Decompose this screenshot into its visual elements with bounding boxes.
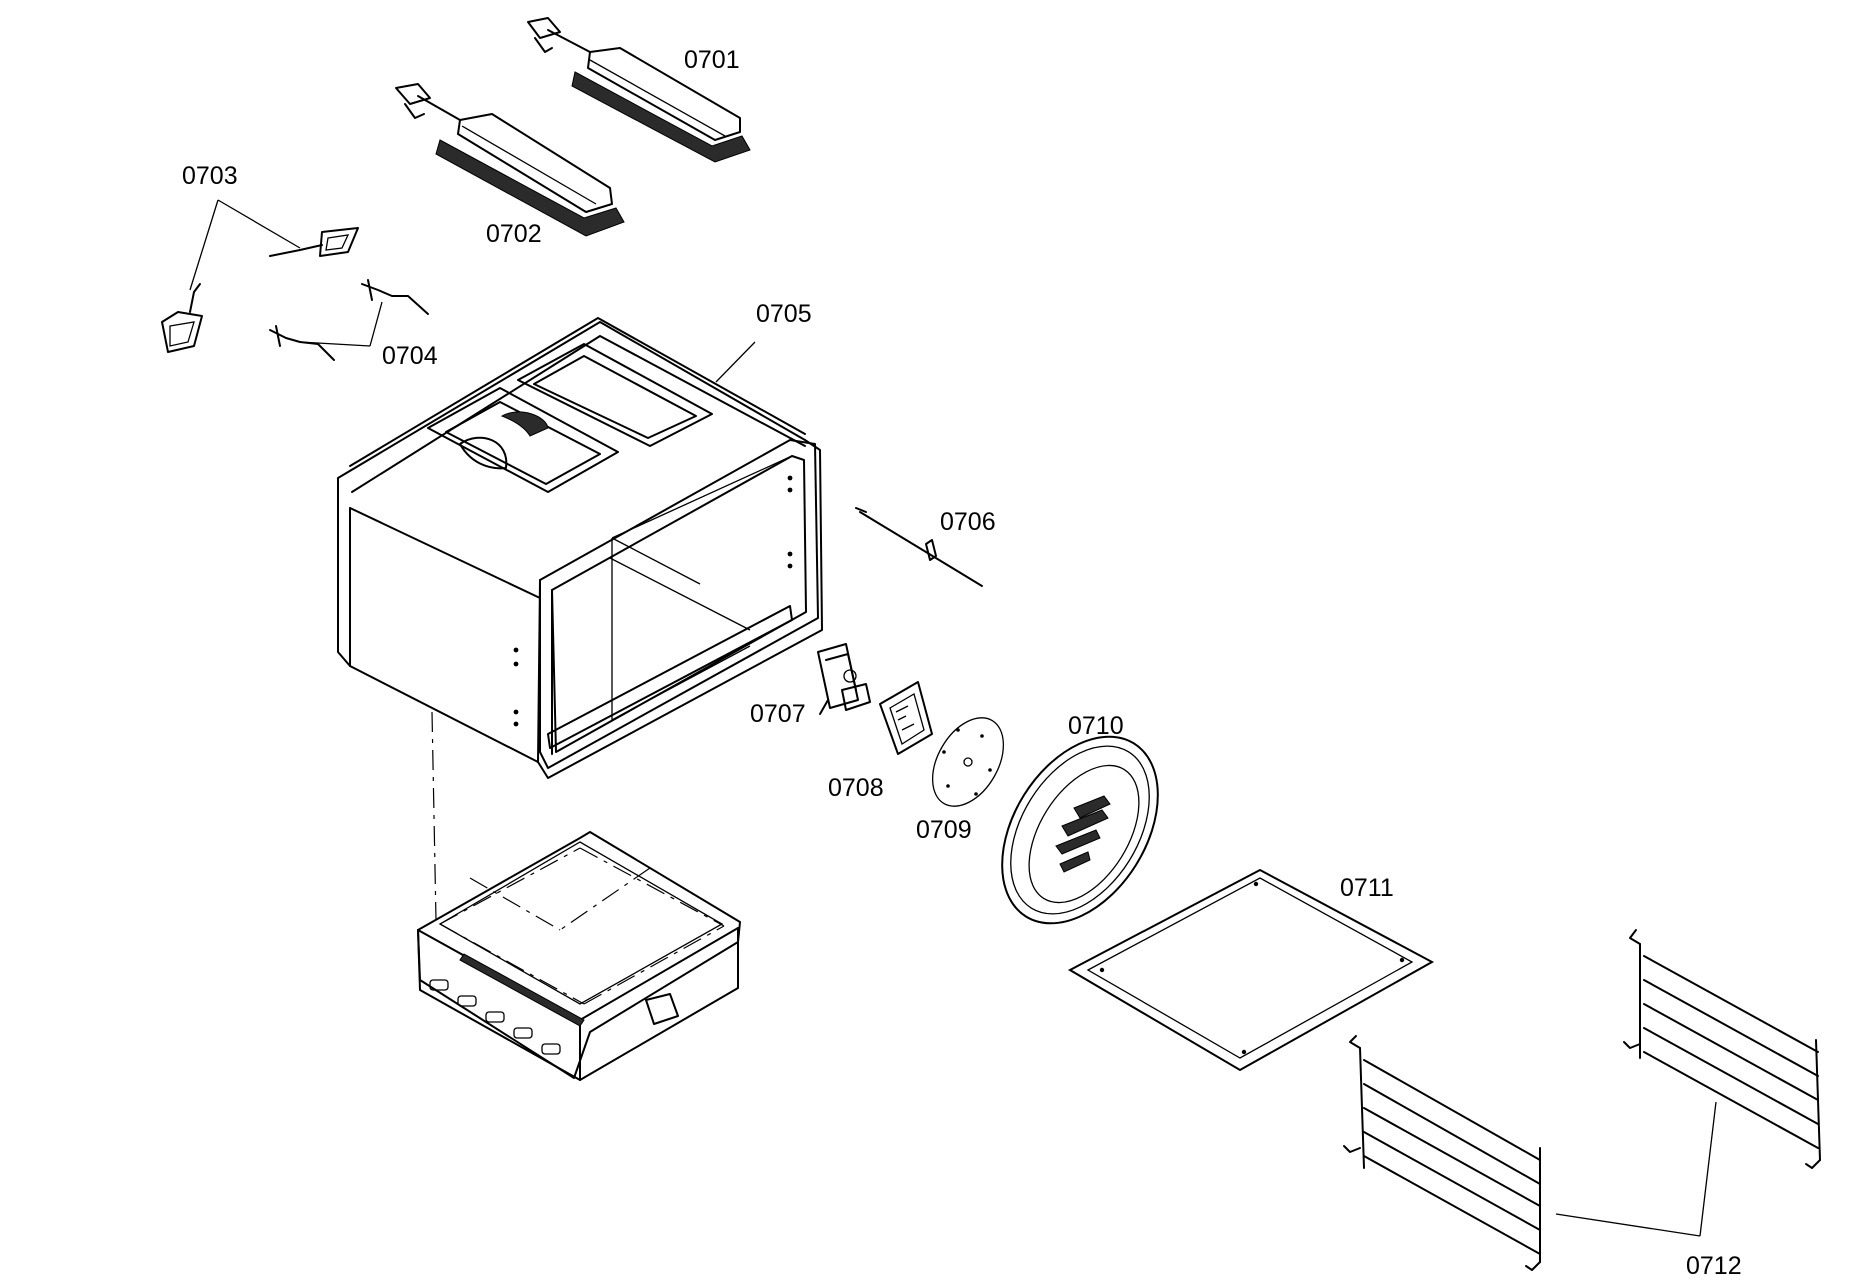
label-0706: 0706 bbox=[940, 508, 996, 536]
leader-0712 bbox=[1555, 1101, 1717, 1237]
label-0712: 0712 bbox=[1686, 1252, 1742, 1280]
part-0702-heating-element bbox=[395, 83, 625, 237]
assembly-line bbox=[431, 711, 437, 921]
part-0711-floor-tray bbox=[1067, 868, 1435, 1072]
label-0702: 0702 bbox=[486, 220, 542, 248]
part-0708-motor-bracket bbox=[879, 681, 933, 755]
part-0703-lamp bbox=[161, 227, 359, 353]
label-0709: 0709 bbox=[916, 816, 972, 844]
label-0704: 0704 bbox=[382, 342, 438, 370]
part-0701-heating-element bbox=[527, 17, 751, 163]
label-0705: 0705 bbox=[756, 300, 812, 328]
part-0707-fan-motor bbox=[817, 643, 871, 715]
part-0706-sensor-rod bbox=[855, 507, 983, 587]
part-bottom-heater-box bbox=[417, 831, 741, 1081]
part-0705-oven-cavity bbox=[337, 317, 823, 779]
leader-0705 bbox=[715, 341, 756, 383]
label-0708: 0708 bbox=[828, 774, 884, 802]
label-0707: 0707 bbox=[750, 700, 806, 728]
part-0710-fan-cover bbox=[1001, 735, 1159, 925]
leader-0703 bbox=[189, 199, 301, 291]
part-0709-fan-disc bbox=[931, 717, 1005, 807]
label-0710: 0710 bbox=[1068, 712, 1124, 740]
label-0701: 0701 bbox=[684, 46, 740, 74]
part-0712-rack-rail-right bbox=[1623, 929, 1821, 1169]
label-0711: 0711 bbox=[1340, 874, 1394, 902]
leader-0704 bbox=[299, 301, 383, 347]
label-0703: 0703 bbox=[182, 162, 238, 190]
part-0712-rack-rail-left bbox=[1343, 1035, 1541, 1271]
